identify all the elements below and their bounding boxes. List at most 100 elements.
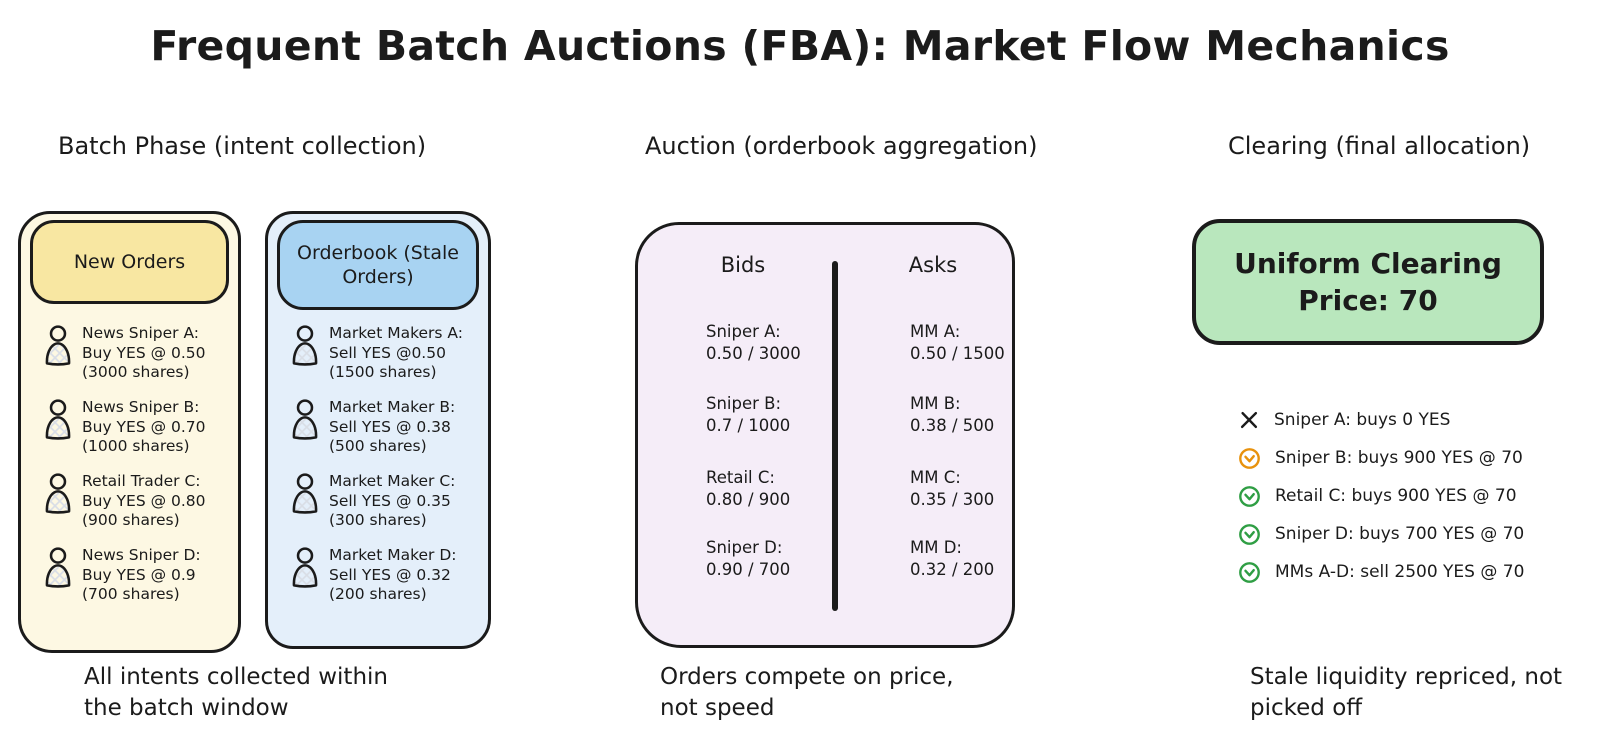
person-icon — [288, 325, 322, 366]
shares-line: (1000 shares) — [82, 437, 190, 455]
order-line: Buy YES @ 0.80 — [82, 491, 206, 510]
new-order-entry: Retail Trader C: Buy YES @ 0.80 (900 sha… — [41, 472, 206, 531]
bid-name: Sniper D: — [706, 538, 783, 557]
trader-name: Retail Trader C: — [82, 472, 201, 490]
new-orders-header: New Orders — [30, 220, 229, 304]
shares-line: (3000 shares) — [82, 363, 190, 381]
new-order-entry-text: News Sniper B: Buy YES @ 0.70 (1000 shar… — [82, 398, 206, 457]
ask-value: 0.32 / 200 — [910, 560, 995, 579]
ask-name: MM C: — [910, 468, 961, 487]
bid-quote: Sniper B: 0.7 / 1000 — [706, 393, 790, 437]
new-orders-box: New Orders News Sniper A: Buy YES @ 0.50… — [18, 211, 241, 653]
order-line: Sell YES @ 0.32 — [329, 565, 451, 584]
shares-line: (1500 shares) — [329, 363, 437, 381]
new-order-entry-text: News Sniper D: Buy YES @ 0.9 (700 shares… — [82, 546, 201, 605]
order-line: Sell YES @ 0.38 — [329, 417, 451, 436]
ask-value: 0.35 / 300 — [910, 490, 995, 509]
bid-quote: Retail C: 0.80 / 900 — [706, 467, 790, 511]
bids-header: Bids — [720, 253, 766, 277]
check-circle-icon — [1239, 523, 1260, 545]
clearing-price-line2: Price: 70 — [1298, 284, 1438, 317]
trader-name: Market Maker C: — [329, 472, 456, 490]
result-text: Sniper A: buys 0 YES — [1274, 410, 1451, 430]
stale-order-entry: Market Maker B: Sell YES @ 0.38 (500 sha… — [288, 398, 455, 457]
clearing-results-list: Sniper A: buys 0 YES Sniper B: buys 900 … — [1238, 408, 1524, 598]
check-circle-icon — [1239, 447, 1260, 469]
person-icon — [288, 473, 322, 514]
ask-value: 0.38 / 500 — [910, 416, 995, 435]
stale-order-entry: Market Makers A: Sell YES @0.50 (1500 sh… — [288, 324, 463, 383]
ask-value: 0.50 / 1500 — [910, 344, 1005, 363]
trader-name: Market Maker D: — [329, 546, 457, 564]
person-icon — [288, 547, 322, 588]
person-icon — [41, 473, 75, 514]
new-order-entry: News Sniper A: Buy YES @ 0.50 (3000 shar… — [41, 324, 206, 383]
stale-order-entry-text: Market Maker C: Sell YES @ 0.35 (300 sha… — [329, 472, 455, 531]
orderbook-box: Orderbook (Stale Orders) Market Makers A… — [265, 211, 491, 649]
bid-value: 0.90 / 700 — [706, 560, 791, 579]
result-row: Retail C: buys 900 YES @ 70 — [1238, 484, 1524, 508]
person-icon — [288, 399, 322, 440]
new-order-entry: News Sniper B: Buy YES @ 0.70 (1000 shar… — [41, 398, 206, 457]
clearing-price-line1: Uniform Clearing — [1234, 247, 1502, 280]
ask-name: MM A: — [910, 322, 961, 341]
shares-line: (900 shares) — [82, 511, 180, 529]
clearing-phase-heading: Clearing (final allocation) — [1228, 132, 1531, 160]
new-order-entry-text: Retail Trader C: Buy YES @ 0.80 (900 sha… — [82, 472, 206, 531]
check-circle-icon — [1239, 561, 1260, 583]
trader-name: Market Maker B: — [329, 398, 456, 416]
bid-ask-divider — [832, 261, 838, 611]
batch-caption: All intents collected within the batch w… — [84, 662, 388, 724]
clearing-caption-line2: picked off — [1250, 695, 1363, 721]
auction-caption-line1: Orders compete on price, — [660, 664, 954, 690]
clearing-caption-line1: Stale liquidity repriced, not — [1250, 664, 1563, 690]
stale-order-entry-text: Market Maker D: Sell YES @ 0.32 (200 sha… — [329, 546, 457, 605]
new-order-entry-text: News Sniper A: Buy YES @ 0.50 (3000 shar… — [82, 324, 206, 383]
trader-name: Market Makers A: — [329, 324, 463, 342]
new-orders-header-label: New Orders — [73, 251, 186, 273]
result-text: MMs A-D: sell 2500 YES @ 70 — [1275, 562, 1525, 582]
result-row: MMs A-D: sell 2500 YES @ 70 — [1238, 560, 1524, 584]
stale-order-entry-text: Market Maker B: Sell YES @ 0.38 (500 sha… — [329, 398, 455, 457]
result-text: Sniper D: buys 700 YES @ 70 — [1275, 524, 1525, 544]
shares-line: (700 shares) — [82, 585, 180, 603]
orderbook-header-line2: Orders) — [342, 266, 414, 288]
bid-value: 0.80 / 900 — [706, 490, 791, 509]
order-line: Buy YES @ 0.70 — [82, 417, 206, 436]
bid-quote: Sniper D: 0.90 / 700 — [706, 537, 790, 581]
person-icon — [41, 547, 75, 588]
ask-name: MM D: — [910, 538, 962, 557]
result-text: Sniper B: buys 900 YES @ 70 — [1275, 448, 1523, 468]
uniform-clearing-price-box: Uniform Clearing Price: 70 — [1192, 219, 1544, 345]
order-line: Sell YES @0.50 — [329, 343, 446, 362]
bid-quote: Sniper A: 0.50 / 3000 — [706, 321, 801, 365]
orderbook-header-line1: Orderbook (Stale — [297, 242, 459, 264]
person-icon — [41, 399, 75, 440]
ask-quote: MM B: 0.38 / 500 — [910, 393, 994, 437]
stale-order-entry: Market Maker C: Sell YES @ 0.35 (300 sha… — [288, 472, 455, 531]
trader-name: News Sniper B: — [82, 398, 200, 416]
batch-caption-line1: All intents collected within — [84, 664, 388, 690]
order-line: Sell YES @ 0.35 — [329, 491, 451, 510]
ask-quote: MM D: 0.32 / 200 — [910, 537, 994, 581]
result-row: Sniper A: buys 0 YES — [1238, 408, 1524, 432]
orderbook-header: Orderbook (Stale Orders) — [277, 220, 479, 310]
asks-header: Asks — [908, 253, 958, 277]
order-line: Buy YES @ 0.9 — [82, 565, 196, 584]
auction-caption-line2: not speed — [660, 695, 775, 721]
bid-name: Sniper A: — [706, 322, 781, 341]
shares-line: (200 shares) — [329, 585, 427, 603]
clearing-caption: Stale liquidity repriced, not picked off — [1250, 662, 1562, 724]
trader-name: News Sniper D: — [82, 546, 201, 564]
result-text: Retail C: buys 900 YES @ 70 — [1275, 486, 1517, 506]
auction-caption: Orders compete on price, not speed — [660, 662, 954, 724]
bid-value: 0.7 / 1000 — [706, 416, 791, 435]
ask-name: MM B: — [910, 394, 961, 413]
ask-quote: MM A: 0.50 / 1500 — [910, 321, 1005, 365]
result-row: Sniper D: buys 700 YES @ 70 — [1238, 522, 1524, 546]
ask-quote: MM C: 0.35 / 300 — [910, 467, 994, 511]
result-row: Sniper B: buys 900 YES @ 70 — [1238, 446, 1524, 470]
x-icon — [1240, 411, 1258, 429]
stale-order-entry: Market Maker D: Sell YES @ 0.32 (200 sha… — [288, 546, 457, 605]
